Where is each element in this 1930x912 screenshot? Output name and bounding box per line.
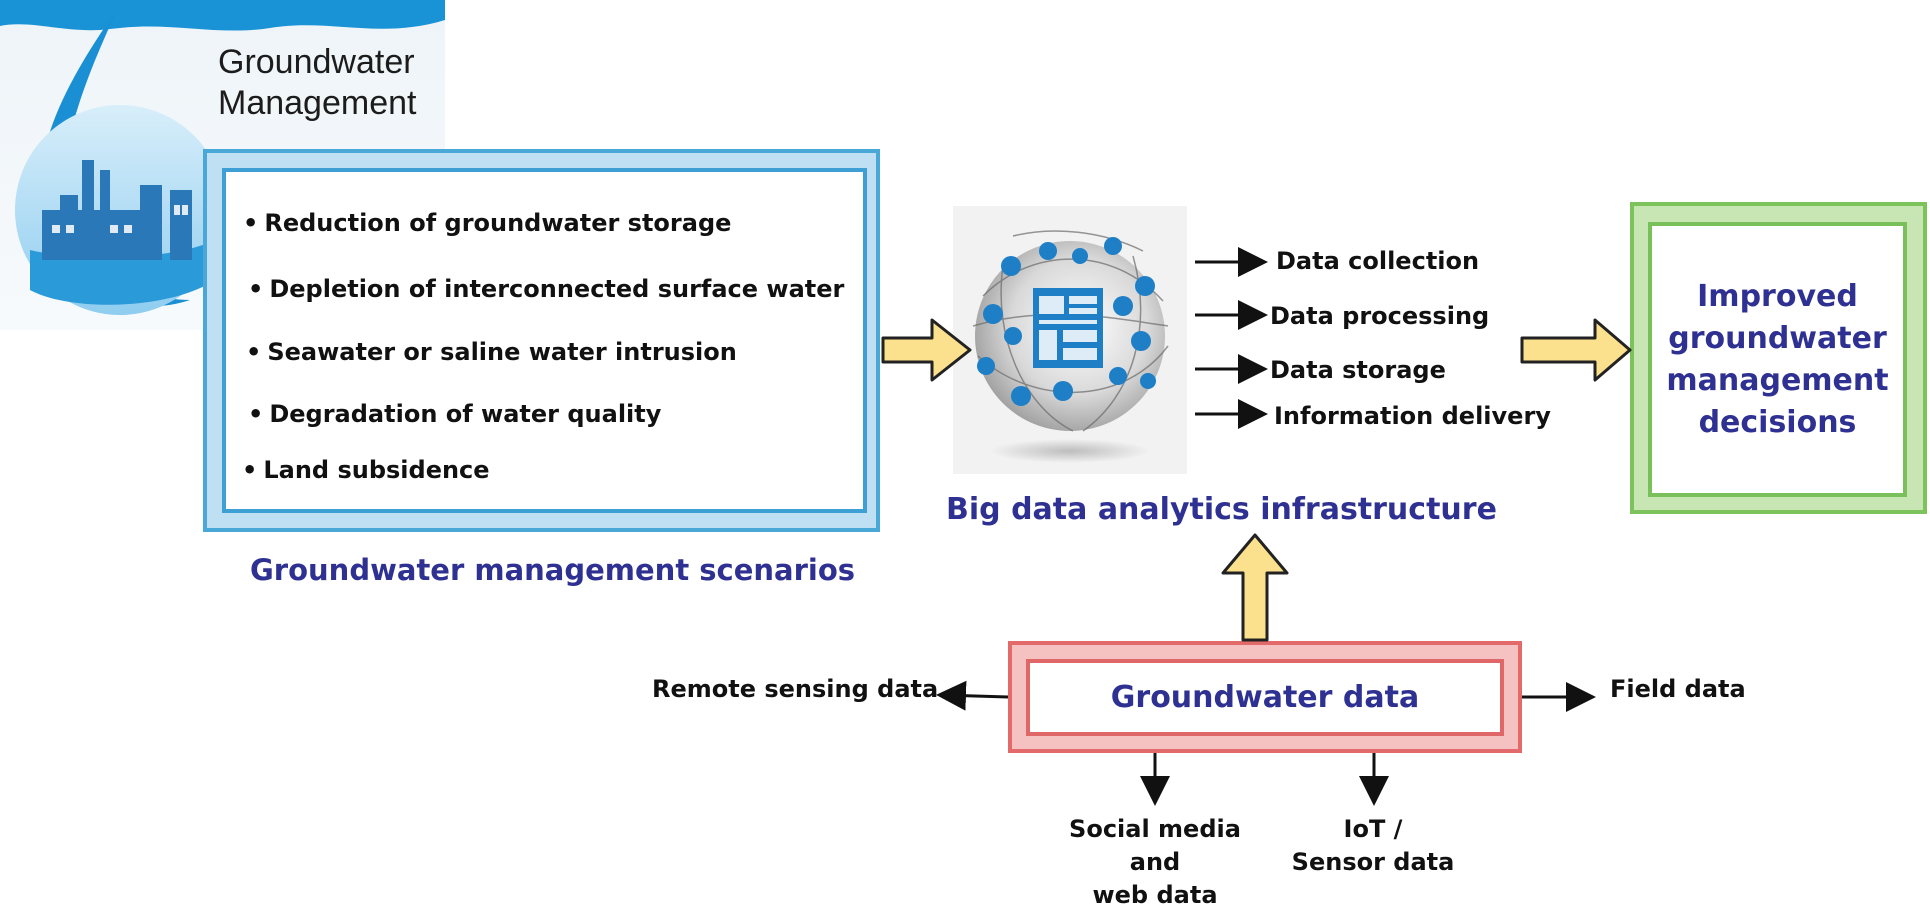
scenario-item: •Degradation of water quality bbox=[248, 400, 661, 428]
scenario-item: •Reduction of groundwater storage bbox=[243, 209, 731, 237]
groundwater-data-panel: Groundwater data bbox=[1026, 659, 1504, 736]
scenario-text: Degradation of water quality bbox=[269, 400, 662, 428]
process-label-data-processing: Data processing bbox=[1270, 302, 1490, 330]
block-arrow-scenarios-to-bigdata bbox=[881, 318, 972, 382]
logo-title: Groundwater Management bbox=[218, 43, 417, 122]
bullet-icon: • bbox=[243, 209, 259, 237]
scenario-text: Seawater or saline water intrusion bbox=[267, 338, 737, 366]
bullet-icon: • bbox=[242, 456, 258, 484]
scenario-item: •Land subsidence bbox=[242, 456, 490, 484]
groundwater-data-label: Groundwater data bbox=[1110, 680, 1420, 715]
block-arrow-data-to-bigdata bbox=[1221, 533, 1289, 642]
scenarios-list-panel bbox=[222, 168, 867, 513]
network-globe-icon bbox=[972, 230, 1169, 463]
big-data-globe-illustration bbox=[953, 206, 1187, 474]
block-arrow-bigdata-to-decisions bbox=[1520, 318, 1632, 382]
process-label-data-storage: Data storage bbox=[1270, 356, 1446, 384]
source-social-media: Social media and web data bbox=[1069, 815, 1241, 909]
scenario-text: Land subsidence bbox=[263, 456, 490, 484]
bullet-icon: • bbox=[248, 400, 264, 428]
bullet-icon: • bbox=[248, 275, 264, 303]
scenario-item: •Seawater or saline water intrusion bbox=[246, 338, 737, 366]
decisions-text: Improved groundwater management decision… bbox=[1666, 278, 1889, 440]
scenarios-caption: Groundwater management scenarios bbox=[250, 553, 856, 587]
arrow-remote-sensing bbox=[936, 680, 1009, 711]
process-label-data-collection: Data collection bbox=[1276, 247, 1480, 275]
source-field-data: Field data bbox=[1610, 675, 1746, 703]
big-data-caption: Big data analytics infrastructure bbox=[946, 492, 1497, 527]
scenario-item: •Depletion of interconnected surface wat… bbox=[248, 275, 844, 303]
scenario-text: Reduction of groundwater storage bbox=[264, 209, 732, 237]
decisions-panel: Improved groundwater management decision… bbox=[1648, 222, 1907, 497]
source-iot-sensor: IoT / Sensor data bbox=[1291, 815, 1455, 876]
source-remote-sensing: Remote sensing data bbox=[652, 675, 939, 703]
process-label-information-delivery: Information delivery bbox=[1274, 402, 1551, 430]
scenario-text: Depletion of interconnected surface wate… bbox=[269, 275, 845, 303]
bullet-icon: • bbox=[246, 338, 262, 366]
